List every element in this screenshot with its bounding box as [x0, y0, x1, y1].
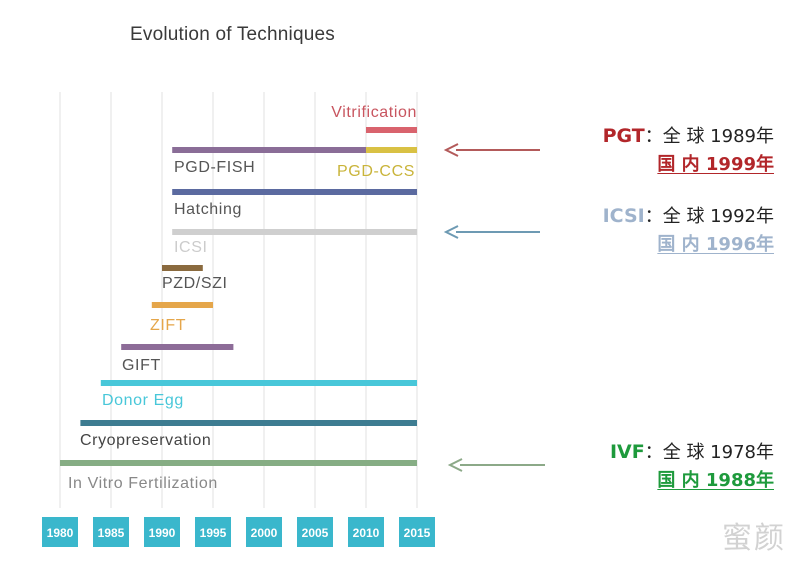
bar-cryopreservation	[80, 420, 418, 426]
tick-box	[297, 517, 333, 547]
tick-label: 1985	[98, 526, 125, 540]
bar-donor-egg	[100, 380, 418, 386]
tick-box	[195, 517, 231, 547]
chart-title: Evolution of Techniques	[130, 24, 335, 45]
bar-vitrification	[366, 127, 417, 133]
tick-label: 1990	[149, 526, 176, 540]
watermark: 蜜颜	[722, 521, 786, 556]
tick-label: 2000	[251, 526, 278, 540]
bar-label: GIFT	[122, 357, 161, 374]
bar-label: Donor Egg	[102, 392, 184, 409]
arrow-head-icon	[447, 458, 463, 472]
callout-abbr: ICSI	[602, 205, 645, 227]
bar-label: PZD/SZI	[162, 275, 228, 292]
tick-label: 1995	[200, 526, 227, 540]
callout-abbr: IVF	[609, 441, 645, 463]
arrow-head-icon	[443, 143, 459, 157]
callout-domestic-year: 国 内 1988年	[657, 470, 774, 491]
callout-icsi: ICSI：全 球 1992年 国 内 1996年	[603, 202, 774, 256]
callout-abbr: PGT	[602, 125, 645, 147]
bar-label: Vitrification	[331, 104, 417, 121]
bar-label: Hatching	[174, 201, 242, 218]
tick-label: 2010	[353, 526, 380, 540]
bar-in-vitro-fertilization	[60, 460, 417, 466]
bar-zift	[151, 302, 213, 308]
bar-label: ZIFT	[150, 317, 186, 334]
tick-box	[93, 517, 129, 547]
tick-label: 1980	[47, 526, 74, 540]
tick-label: 2015	[404, 526, 431, 540]
bar-label: PGD-FISH	[174, 159, 255, 176]
callout-pgt: PGT：全 球 1989年 国 内 1999年	[603, 122, 774, 176]
bar-label: PGD-CCS	[337, 163, 415, 180]
tick-box	[399, 517, 435, 547]
arrow-head-icon	[443, 225, 459, 239]
bar-pgd-ccs	[366, 147, 417, 153]
bar-label: ICSI	[174, 239, 208, 256]
bar-gift	[121, 344, 234, 350]
bar-icsi	[172, 229, 417, 235]
bar-pzd-szi	[162, 265, 203, 271]
callout-global-year: ：全 球 1992年	[644, 206, 774, 227]
bar-pgd-fish	[172, 147, 366, 153]
bar-label: Cryopreservation	[80, 432, 211, 449]
tick-box	[42, 517, 78, 547]
bar-hatching	[172, 189, 417, 195]
callout-ivf: IVF：全 球 1978年 国 内 1988年	[610, 438, 774, 492]
callout-global-year: ：全 球 1989年	[644, 126, 774, 147]
callout-domestic-year: 国 内 1996年	[657, 234, 774, 255]
tick-label: 2005	[302, 526, 329, 540]
bar-label: In Vitro Fertilization	[68, 475, 218, 492]
tick-box	[144, 517, 180, 547]
tick-box	[348, 517, 384, 547]
tick-box	[246, 517, 282, 547]
callout-domestic-year: 国 内 1999年	[657, 154, 774, 175]
callout-global-year: ：全 球 1978年	[644, 442, 774, 463]
